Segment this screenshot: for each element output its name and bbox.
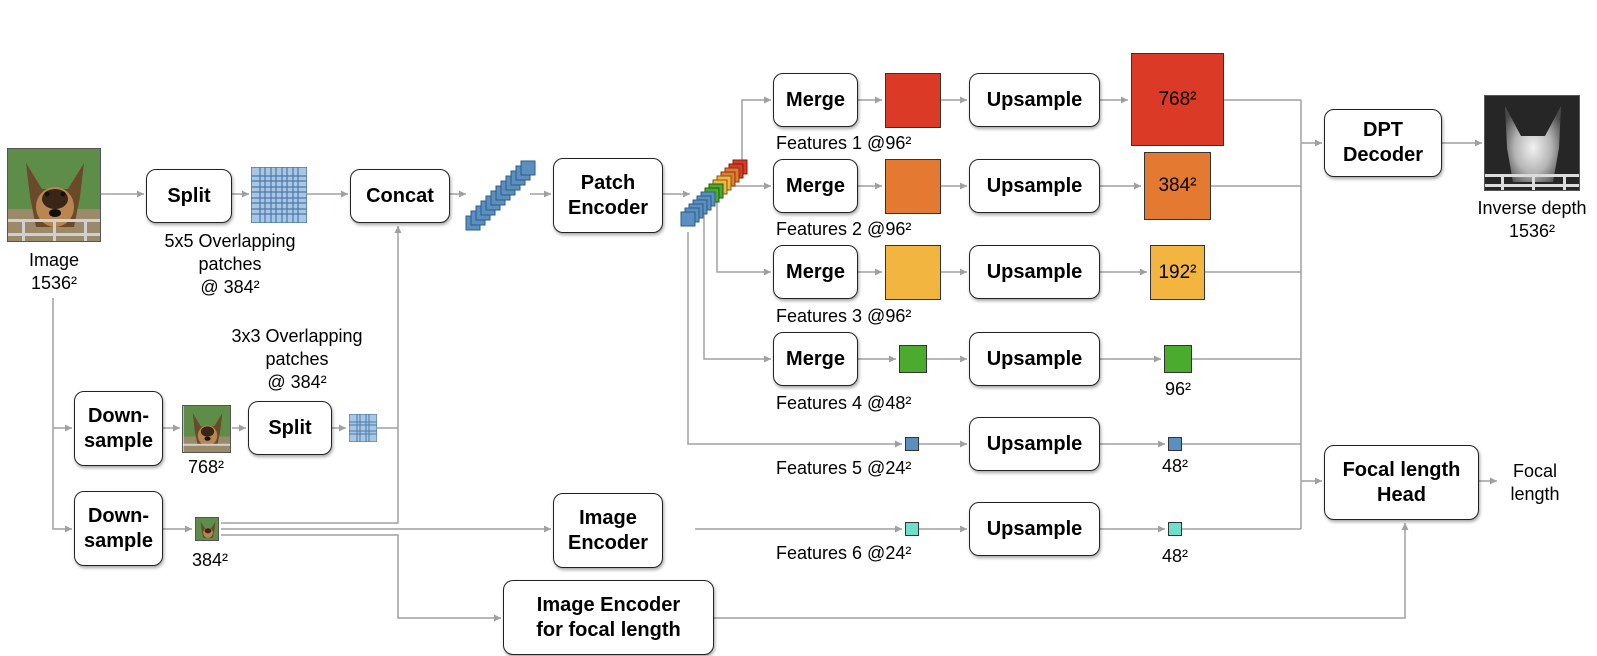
output-map-384: 384² bbox=[1144, 152, 1211, 220]
patch-grid-icon bbox=[251, 167, 307, 223]
output-map-192: 192² bbox=[1150, 245, 1205, 300]
patch-encoder-box[interactable]: Patch Encoder bbox=[553, 158, 663, 233]
image-label: Image 1536² bbox=[28, 250, 80, 293]
downsample-box-2[interactable]: Down- sample bbox=[74, 491, 163, 566]
focal-length-head-box[interactable]: Focal length Head bbox=[1324, 445, 1479, 520]
inverse-depth-label: Inverse depth 1536² bbox=[1477, 198, 1587, 241]
concat-box[interactable]: Concat bbox=[350, 169, 450, 223]
focal-length-label: Focal length bbox=[1510, 461, 1560, 504]
upsample-box-2[interactable]: Upsample bbox=[969, 159, 1100, 213]
merge-box-2[interactable]: Merge bbox=[773, 159, 858, 213]
downsample-box-1[interactable]: Down- sample bbox=[74, 391, 163, 466]
output-map-768: 768² bbox=[1131, 53, 1224, 146]
merge-box-1[interactable]: Merge bbox=[773, 73, 858, 127]
split-box-2[interactable]: Split bbox=[248, 401, 332, 455]
dog-photo-768-icon bbox=[182, 405, 231, 453]
res-768-label: 768² bbox=[187, 457, 225, 477]
feature-token-stack-icon bbox=[680, 159, 748, 227]
feature-square-6 bbox=[905, 522, 919, 536]
patch-grid-small-icon bbox=[349, 414, 377, 442]
merge-box-4[interactable]: Merge bbox=[773, 332, 858, 386]
dpt-decoder-box[interactable]: DPT Decoder bbox=[1324, 109, 1442, 177]
token-stack-icon bbox=[465, 160, 536, 231]
dog-photo-icon bbox=[7, 148, 101, 242]
out-48b-label: 48² bbox=[1161, 546, 1188, 566]
features-3-label: Features 3 @96² bbox=[776, 306, 912, 326]
features-6-label: Features 6 @24² bbox=[776, 543, 912, 563]
upsample-box-3[interactable]: Upsample bbox=[969, 245, 1100, 299]
feature-square-1 bbox=[885, 73, 941, 128]
res-384-label: 384² bbox=[191, 550, 229, 570]
feature-square-5 bbox=[905, 437, 919, 451]
upsample-box-1[interactable]: Upsample bbox=[969, 73, 1100, 127]
output-map-48a bbox=[1168, 437, 1182, 451]
feature-square-3 bbox=[885, 245, 941, 300]
out-96-label: 96² bbox=[1164, 379, 1191, 399]
features-2-label: Features 2 @96² bbox=[776, 219, 912, 239]
depth-map-icon bbox=[1484, 95, 1580, 191]
merge-box-3[interactable]: Merge bbox=[773, 245, 858, 299]
dog-photo-384-icon bbox=[195, 517, 219, 541]
features-4-label: Features 4 @48² bbox=[776, 393, 912, 413]
feature-square-4 bbox=[899, 345, 927, 373]
patches-5x5-label: 5x5 Overlapping patches @ 384² bbox=[164, 231, 296, 297]
split-box-1[interactable]: Split bbox=[146, 169, 232, 223]
upsample-box-6[interactable]: Upsample bbox=[969, 502, 1100, 556]
out-48a-label: 48² bbox=[1161, 456, 1188, 476]
image-encoder-box[interactable]: Image Encoder bbox=[553, 493, 663, 568]
feature-square-2 bbox=[885, 159, 941, 214]
image-encoder-focal-box[interactable]: Image Encoder for focal length bbox=[503, 580, 714, 655]
output-map-48b bbox=[1168, 522, 1182, 536]
upsample-box-5[interactable]: Upsample bbox=[969, 417, 1100, 471]
output-map-96 bbox=[1164, 345, 1192, 373]
upsample-box-4[interactable]: Upsample bbox=[969, 332, 1100, 386]
features-1-label: Features 1 @96² bbox=[776, 133, 912, 153]
features-5-label: Features 5 @24² bbox=[776, 458, 912, 478]
patches-3x3-label: 3x3 Overlapping patches @ 384² bbox=[231, 326, 363, 392]
